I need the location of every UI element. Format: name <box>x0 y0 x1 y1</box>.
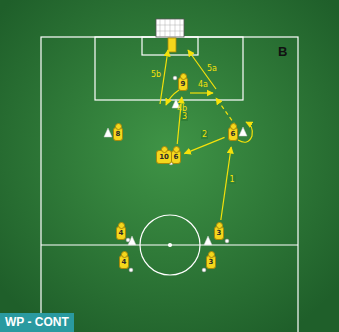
player-number: 3 <box>217 227 222 239</box>
balls <box>126 76 229 272</box>
player: 3 <box>214 226 225 240</box>
player: 6 <box>228 127 239 141</box>
callout-number: 5b <box>150 70 162 79</box>
player-number: 9 <box>181 78 186 90</box>
player-number: 6 <box>174 151 179 163</box>
goal <box>156 19 184 52</box>
pass-arrow <box>184 137 224 153</box>
panel-letter: B <box>278 45 287 59</box>
player: 6 <box>171 150 182 164</box>
player: 10 <box>156 150 172 164</box>
title-banner: WP - CONT <box>0 313 74 332</box>
callout-number: 3 <box>181 112 188 121</box>
player-number: 3 <box>209 256 214 268</box>
player: 4 <box>119 255 130 269</box>
player-number: 6 <box>231 128 236 140</box>
callout-number: 1 <box>228 175 235 184</box>
callout-number: 5a <box>206 64 218 73</box>
pitch-lines <box>41 37 298 332</box>
player: 8 <box>113 127 124 141</box>
run-arrows <box>160 50 252 142</box>
player: 3 <box>206 255 217 269</box>
callout-number: 2 <box>201 130 208 139</box>
cones <box>104 99 247 245</box>
player: 9 <box>178 77 189 91</box>
player-number: 4 <box>119 227 124 239</box>
player-number: 4 <box>122 256 127 268</box>
player-number: 8 <box>116 128 121 140</box>
player-number: 10 <box>159 151 169 163</box>
player: 4 <box>116 226 127 240</box>
callout-number: 4a <box>197 80 209 89</box>
